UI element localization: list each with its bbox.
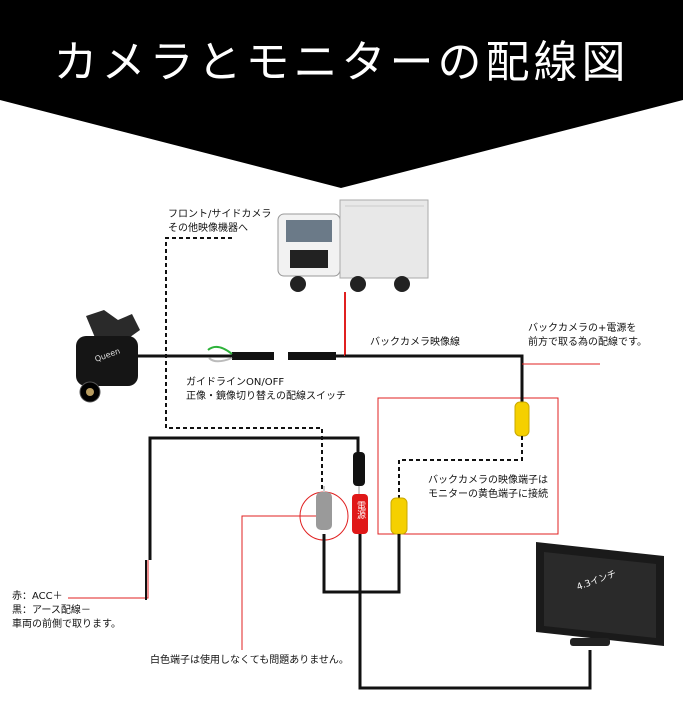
guideline-switch-plug-left	[232, 352, 274, 360]
power-connector-label: 電源	[355, 501, 366, 520]
back-video-wire	[345, 354, 524, 402]
acc-ground-label: 赤：ACC＋ 黒：アース配線－ 車両の前側で取ります。	[12, 591, 121, 630]
guideline-green-wire	[207, 345, 233, 355]
white-terminal-label: 白色端子は使用しなくても問題ありません。	[150, 655, 349, 666]
acc-black-wire	[148, 436, 360, 560]
front-camera-dashed-wire	[165, 237, 323, 490]
title-banner	[0, 0, 683, 188]
page-title: カメラとモニターの配線図	[53, 37, 630, 88]
white-terminal-annotation-line	[241, 515, 316, 650]
monitor-wire-2	[358, 534, 592, 690]
video-dashed-wire	[398, 436, 523, 498]
back-camera-illustration: Queen	[76, 310, 140, 403]
grey-connector	[316, 492, 332, 530]
yellow-connector-top	[514, 401, 530, 437]
back-video-label: バックカメラ映像線	[370, 337, 460, 348]
guideline-switch-label: ガイドラインON/OFF 正像・鏡像切り替えの配線スイッチ	[186, 377, 346, 402]
video-terminal-box	[377, 397, 559, 535]
monitor-illustration: 4.3インチ	[536, 542, 664, 646]
acc-annotation-line	[68, 560, 149, 599]
black-connector	[353, 452, 365, 486]
video-terminal-label: バックカメラの映像端子は モニターの黄色端子に接続	[428, 475, 548, 500]
truck-illustration	[277, 199, 429, 292]
front-side-camera-label: フロント/サイドカメラ その他映像機器へ	[168, 209, 272, 234]
guideline-switch-plug-right	[288, 352, 336, 360]
red-power-connector	[352, 494, 368, 534]
power-front-label: バックカメラの+電源を 前方で取る為の配線です。	[528, 323, 647, 348]
yellow-connector-bottom	[390, 497, 408, 535]
guideline-white-wire	[208, 357, 233, 363]
